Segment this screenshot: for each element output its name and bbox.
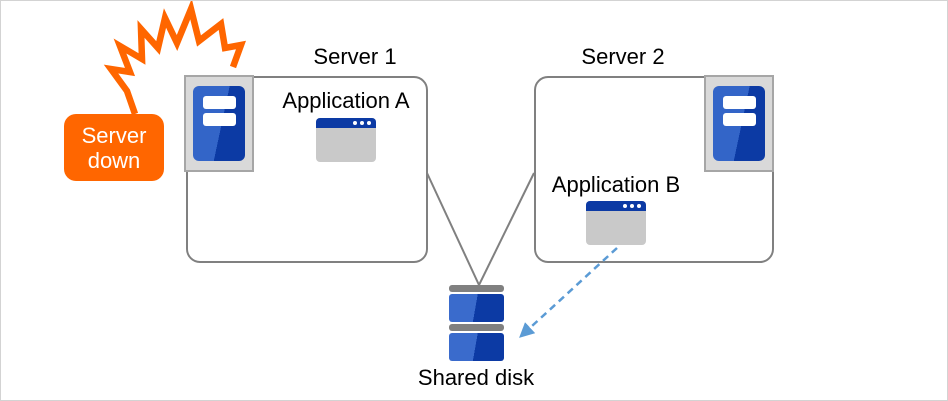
disk-bar bbox=[449, 324, 504, 331]
window-titlebar bbox=[316, 118, 376, 128]
disk-bar bbox=[449, 285, 504, 292]
tower-slot bbox=[723, 113, 756, 126]
window-dot bbox=[623, 204, 627, 208]
server2-server-icon bbox=[704, 75, 774, 172]
tower-slot bbox=[723, 96, 756, 109]
server-down-line2: down bbox=[87, 147, 141, 173]
server1-title: Server 1 bbox=[313, 44, 397, 69]
window-dot bbox=[360, 121, 364, 125]
application-a-label: Application A bbox=[282, 88, 410, 113]
window-dot bbox=[630, 204, 634, 208]
server-down-badge: Server down bbox=[64, 114, 164, 181]
tower-slot bbox=[203, 113, 236, 126]
server2-title: Server 2 bbox=[581, 44, 665, 69]
server1-disk-line bbox=[426, 172, 480, 286]
server-tower-icon bbox=[713, 86, 765, 161]
server-down-line1: Server bbox=[81, 122, 147, 148]
application-b-window-icon bbox=[586, 201, 646, 245]
disk-platter bbox=[449, 333, 504, 361]
shared-disk-icon bbox=[449, 285, 504, 361]
disk-platter bbox=[449, 294, 504, 322]
server2-disk-line bbox=[478, 172, 535, 286]
application-a-window-icon bbox=[316, 118, 376, 162]
window-dot bbox=[367, 121, 371, 125]
server1-server-icon bbox=[184, 75, 254, 172]
window-dot bbox=[353, 121, 357, 125]
window-titlebar bbox=[586, 201, 646, 211]
shared-disk-label: Shared disk bbox=[417, 365, 535, 390]
application-b-label: Application B bbox=[551, 172, 681, 197]
tower-slot bbox=[203, 96, 236, 109]
server-tower-icon bbox=[193, 86, 245, 161]
window-dot bbox=[637, 204, 641, 208]
